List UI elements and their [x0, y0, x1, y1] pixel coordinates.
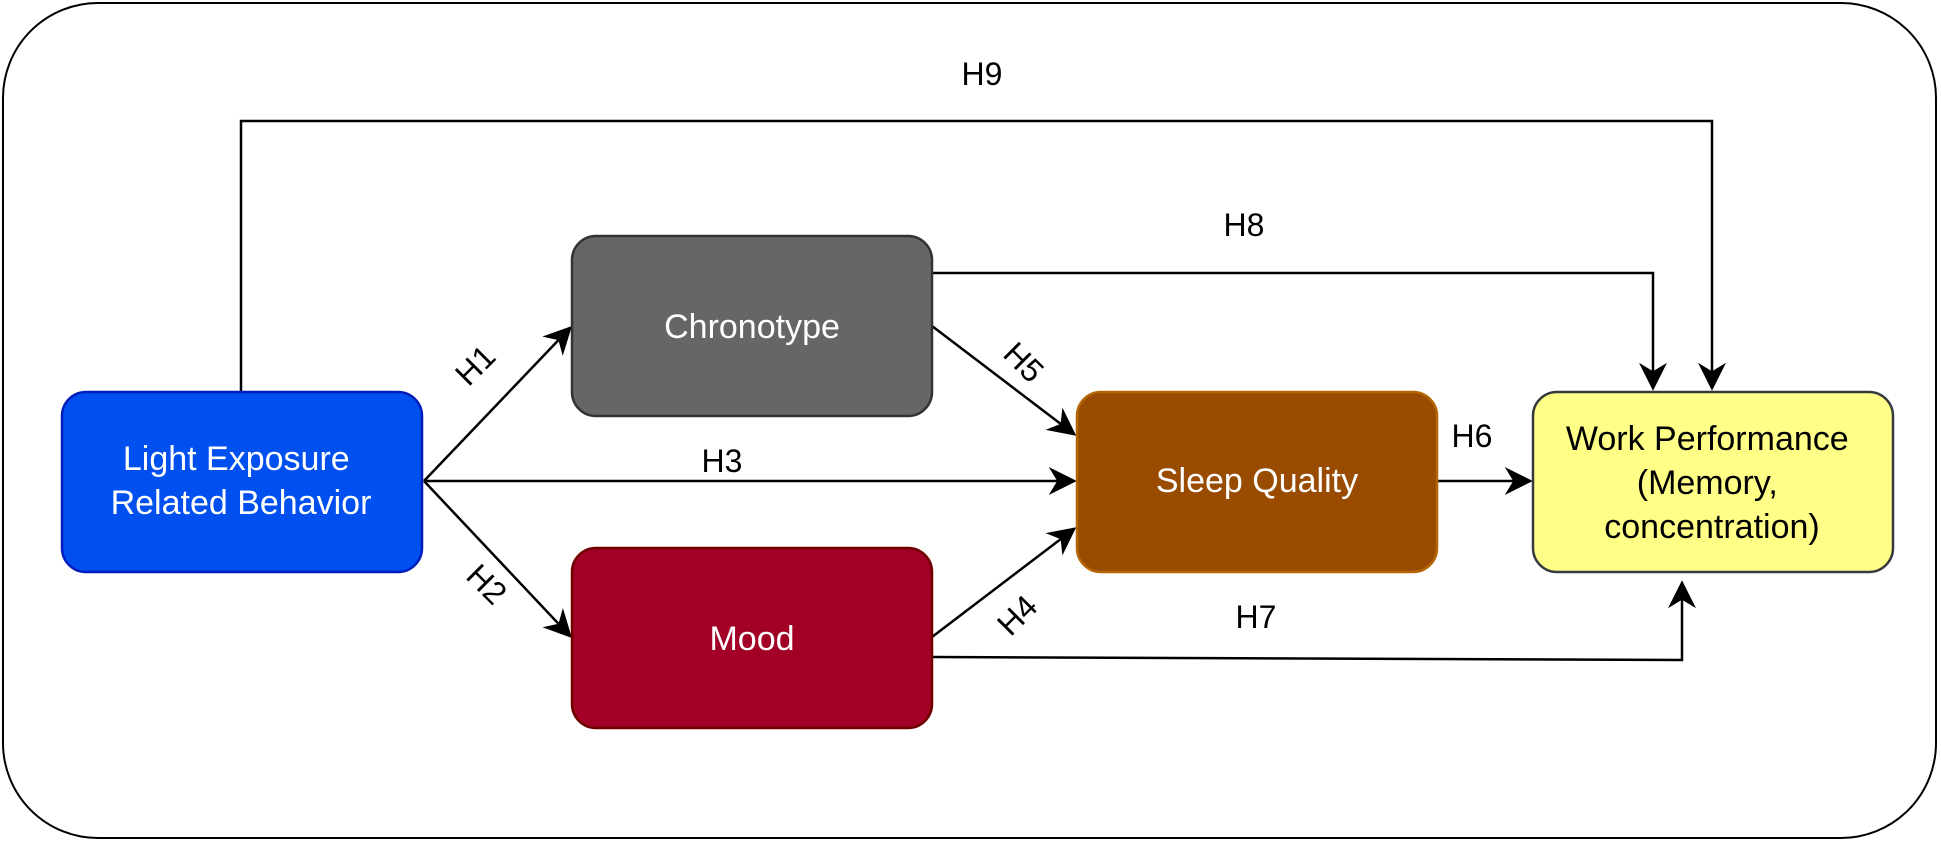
node-work-performance: Work Performance (Memory, concentration) — [1531, 390, 1895, 574]
node-sleep-quality-label: Sleep Quality — [1156, 462, 1358, 500]
edge-h9 — [239, 119, 1726, 392]
label-h2: H2 — [460, 557, 514, 611]
node-chronotype: Chronotype — [570, 234, 934, 418]
node-work-performance-line-2: (Memory, — [1637, 464, 1778, 502]
node-sleep-quality: Sleep Quality — [1075, 390, 1439, 574]
node-mood-label: Mood — [709, 620, 794, 658]
node-light-exposure-line-1: Light Exposure — [123, 440, 350, 478]
edge-h4 — [931, 527, 1077, 638]
node-work-performance-line-3: concentration) — [1604, 508, 1819, 546]
svg-text:Chronotype: Chronotype — [664, 308, 840, 346]
label-h9: H9 — [962, 56, 1003, 92]
node-chronotype-label: Chronotype — [664, 308, 840, 346]
label-h7: H7 — [1236, 599, 1277, 635]
edge-h5 — [931, 325, 1077, 436]
svg-text:Mood: Mood — [709, 620, 794, 658]
node-work-performance-line-1: Work Performance — [1566, 420, 1849, 458]
label-h8: H8 — [1224, 207, 1265, 243]
node-light-exposure: Light Exposure Related Behavior — [60, 390, 424, 574]
label-h1: H1 — [448, 338, 502, 392]
svg-text:Light Exposure Related B: Light Exposure Related Behavior — [111, 440, 372, 522]
node-mood: Mood — [570, 546, 934, 730]
node-light-exposure-line-2: Related Behavior — [111, 484, 372, 522]
label-h4: H4 — [990, 588, 1044, 642]
svg-text:Sleep Quality: Sleep Quality — [1156, 462, 1358, 500]
svg-text:Work Performance (Memory: Work Performance (Memory, concentration) — [1566, 420, 1858, 546]
edge-h1 — [423, 325, 572, 482]
edge-h8 — [932, 271, 1667, 391]
label-h3: H3 — [702, 443, 743, 479]
label-h6: H6 — [1452, 418, 1493, 454]
edge-h7 — [931, 580, 1696, 662]
connectors — [239, 119, 1726, 662]
edge-h2 — [423, 480, 572, 639]
